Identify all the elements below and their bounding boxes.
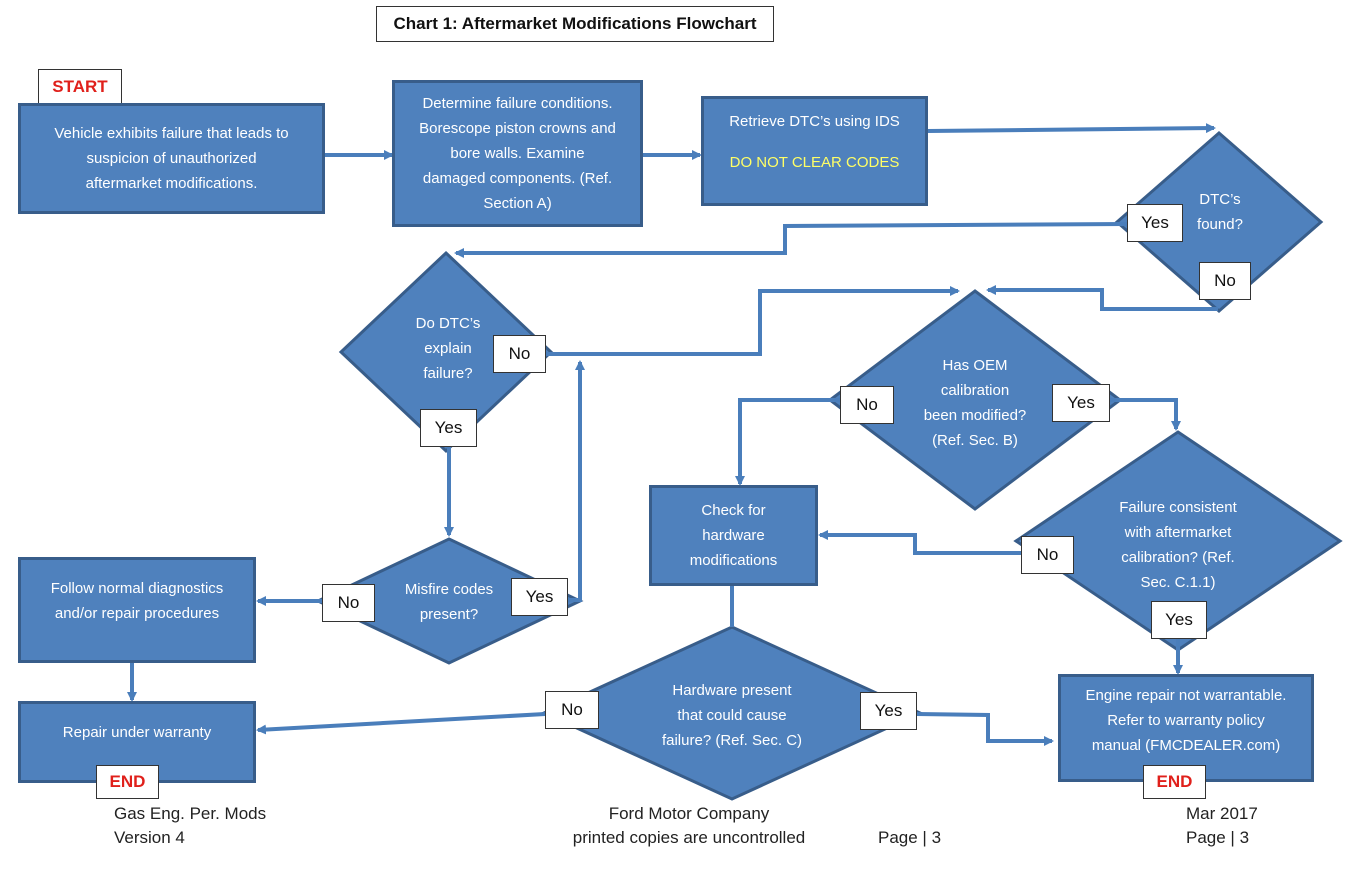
chart-title: Chart 1: Aftermarket Modifications Flowc… xyxy=(376,6,774,42)
arrow-dtcs-no-to-oem xyxy=(986,285,1218,311)
arrow-dtcs-yes-to-explain xyxy=(454,222,1128,258)
misfire-no-label: No xyxy=(322,584,375,622)
consistent-yes-label: Yes xyxy=(1151,601,1207,639)
not-warrantable-box: Engine repair not warrantable. Refer to … xyxy=(1058,674,1314,782)
arrow-explain-no-to-oem xyxy=(546,286,960,356)
footer-center: Ford Motor Company printed copies are un… xyxy=(563,802,815,850)
arrow-consistent-no-to-check xyxy=(818,530,1021,555)
start-label: START xyxy=(38,69,122,105)
footer-left: Gas Eng. Per. Mods Version 4 xyxy=(114,802,266,850)
end-label-left: END xyxy=(96,765,159,799)
footer-uncontrolled: printed copies are uncontrolled xyxy=(572,828,806,847)
hardware-line-3: failure? (Ref. Sec. C) xyxy=(661,731,803,749)
end-label-right: END xyxy=(1143,765,1206,799)
oem-calibration-text: Has OEM calibration been modified? (Ref.… xyxy=(905,351,1045,455)
dtcs-found-line-1: DTC’s xyxy=(1199,191,1241,208)
normal-diagnostics-box: Follow normal diagnostics and/or repair … xyxy=(18,557,256,663)
consistent-no-label: No xyxy=(1021,536,1074,574)
vehicle-failure-line-3: aftermarket modifications. xyxy=(85,175,258,192)
determine-line-1: Determine failure conditions. xyxy=(422,95,613,112)
consistent-line-1: Failure consistent xyxy=(1119,499,1237,516)
normal-diag-line-2: and/or repair procedures xyxy=(54,605,220,622)
misfire-line-1: Misfire codes xyxy=(404,581,494,598)
footer-company: Ford Motor Company xyxy=(608,804,770,823)
footer-version: Version 4 xyxy=(114,828,185,847)
arrow-oem-no-to-check xyxy=(735,398,840,486)
retrieve-dtc-box: Retrieve DTC’s using IDS DO NOT CLEAR CO… xyxy=(701,96,928,206)
not-warrantable-line-3: manual (FMCDEALER.com) xyxy=(1091,737,1281,754)
vehicle-failure-box: Vehicle exhibits failure that leads to s… xyxy=(18,103,325,214)
dtcs-found-no-label: No xyxy=(1199,262,1251,300)
dtcs-found-line-2: found? xyxy=(1197,216,1243,233)
oem-yes-label: Yes xyxy=(1052,384,1110,422)
arrow-misfire-yes-to-explain-no xyxy=(568,360,585,602)
vehicle-failure-line-1: Vehicle exhibits failure that leads to xyxy=(54,125,289,142)
dtc-explain-no-label: No xyxy=(493,335,546,373)
oem-line-2: calibration xyxy=(940,382,1010,399)
oem-calibration-decision xyxy=(827,289,1123,511)
consistent-line-2: with aftermarket xyxy=(1124,524,1232,541)
arrow-retrieve-to-dtcs-found xyxy=(927,123,1216,134)
hardware-present-decision xyxy=(540,625,924,801)
oem-line-3: been modified? xyxy=(923,407,1027,424)
check-hardware-box: Check for hardware modifications xyxy=(649,485,818,586)
determine-conditions-box: Determine failure conditions. Borescope … xyxy=(392,80,643,227)
determine-line-2: Borescope piston crowns and xyxy=(419,120,616,137)
footer-page-right: Page | 3 xyxy=(1186,828,1250,847)
consistent-line-4: Sec. C.1.1) xyxy=(1140,574,1216,591)
dtcs-found-text: DTC’s found? xyxy=(1180,186,1260,238)
dtc-explain-line-1: Do DTC’s xyxy=(415,314,481,332)
dtc-explain-line-2: explain xyxy=(424,339,472,357)
footer-date: Mar 2017 xyxy=(1186,804,1258,823)
consistent-line-3: calibration? (Ref. xyxy=(1121,549,1235,566)
repair-warranty-text: Repair under warranty xyxy=(62,724,212,741)
determine-line-5: Section A) xyxy=(483,195,552,212)
misfire-yes-label: Yes xyxy=(511,578,568,616)
footer-page-center: Page | 3 xyxy=(878,828,942,847)
hardware-no-label: No xyxy=(545,691,599,729)
check-hardware-line-1: Check for xyxy=(701,502,766,519)
dtc-explain-yes-label: Yes xyxy=(420,409,477,447)
check-hardware-line-2: hardware xyxy=(702,527,765,544)
footer-doc-name: Gas Eng. Per. Mods xyxy=(114,804,267,823)
misfire-codes-text: Misfire codes present? xyxy=(390,576,508,628)
retrieve-dtc-text: Retrieve DTC’s using IDS xyxy=(729,113,900,130)
misfire-line-2: present? xyxy=(419,606,479,623)
dtcs-found-yes-label: Yes xyxy=(1127,204,1183,242)
footer-right: Mar 2017 Page | 3 xyxy=(1186,802,1258,850)
hardware-line-2: that could cause xyxy=(677,706,787,724)
do-not-clear-warning: DO NOT CLEAR CODES xyxy=(729,154,900,171)
dtc-explain-decision xyxy=(338,250,554,454)
arrow-hardware-yes-to-not-warrantable xyxy=(916,712,1054,746)
not-warrantable-line-1: Engine repair not warrantable. xyxy=(1085,687,1287,704)
check-hardware-line-3: modifications xyxy=(689,552,778,569)
normal-diag-line-1: Follow normal diagnostics xyxy=(50,580,224,597)
determine-line-3: bore walls. Examine xyxy=(450,145,585,162)
oem-line-1: Has OEM xyxy=(942,357,1008,374)
failure-consistent-text: Failure consistent with aftermarket cali… xyxy=(1098,493,1258,597)
arrow-hardware-no-to-repair xyxy=(256,712,546,735)
not-warrantable-line-2: Refer to warranty policy xyxy=(1107,712,1265,729)
dtc-explain-line-3: failure? xyxy=(423,364,473,382)
oem-no-label: No xyxy=(840,386,894,424)
vehicle-failure-line-2: suspicion of unauthorized xyxy=(86,150,257,167)
arrow-oem-yes-to-consistent xyxy=(1110,398,1181,431)
hardware-yes-label: Yes xyxy=(860,692,917,730)
hardware-present-text: Hardware present that could cause failur… xyxy=(642,676,822,754)
determine-line-4: damaged components. (Ref. xyxy=(422,170,613,187)
dtc-explain-text: Do DTC’s explain failure? xyxy=(396,309,500,387)
hardware-line-1: Hardware present xyxy=(672,681,792,699)
dtcs-found-decision xyxy=(1114,131,1324,313)
oem-line-4: (Ref. Sec. B) xyxy=(932,432,1018,449)
